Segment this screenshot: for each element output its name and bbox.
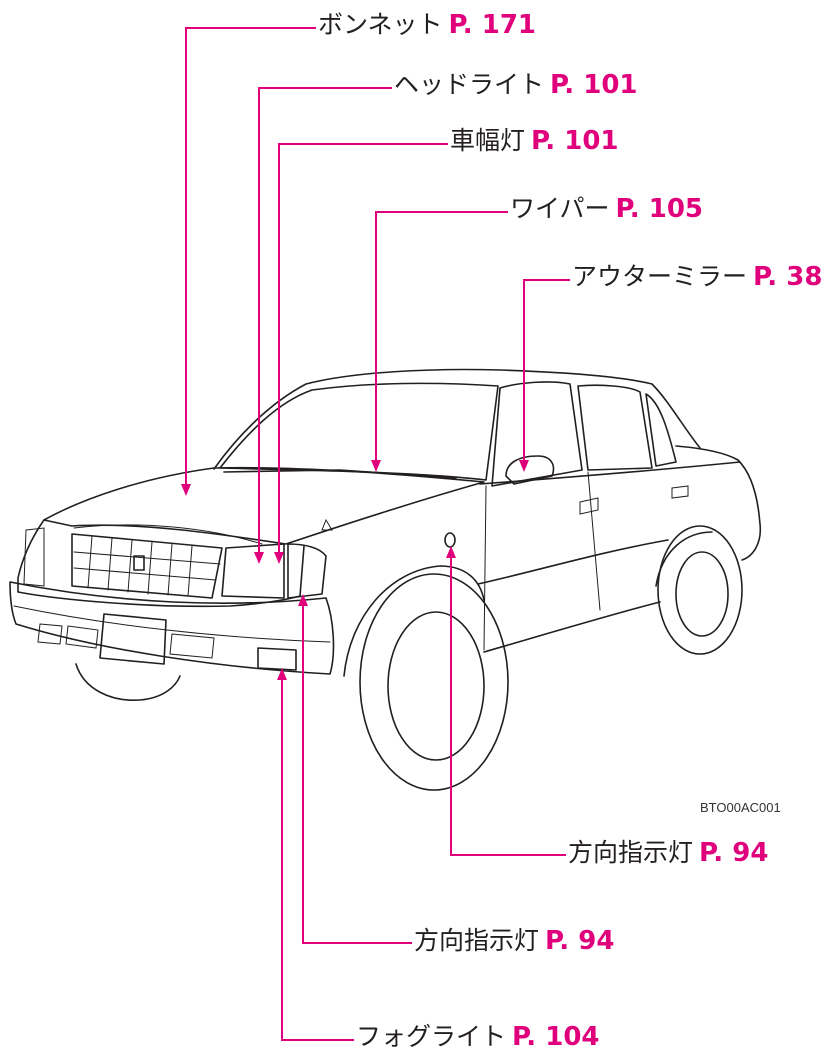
bumper-vent-left	[37, 623, 63, 645]
belt-molding	[477, 539, 669, 585]
left-headlight	[23, 527, 45, 587]
rear-door-window	[577, 384, 653, 471]
bumper-vent-right	[169, 633, 215, 659]
fender-antenna	[321, 518, 333, 531]
callout-wiper-label: ワイパー	[510, 194, 610, 223]
callout-headlight-page: P. 101	[550, 70, 638, 100]
callout-headlight: ヘッドライト P. 101	[394, 70, 638, 100]
left-front-wheel	[75, 663, 181, 701]
callout-outer-mirror: アウターミラー P. 38	[572, 262, 822, 292]
callout-bonnet: ボンネット P. 171	[318, 10, 536, 40]
callout-turn-signal-front-label: 方向指示灯	[414, 926, 540, 955]
bumper-strip	[13, 605, 331, 643]
grille-bars	[73, 535, 221, 597]
callout-side-marker-label: 車幅灯	[450, 126, 526, 155]
callout-outer-mirror-label: アウターミラー	[572, 262, 748, 291]
leader-outer-mirror	[523, 279, 570, 464]
callout-turn-signal-front: 方向指示灯 P. 94	[414, 926, 614, 956]
license-plate	[99, 613, 167, 665]
rear-wheel-arch	[655, 531, 713, 587]
arrow-outer-mirror	[519, 460, 529, 472]
callout-fog-light-label: フォグライト	[356, 1022, 507, 1051]
callout-side-marker-page: P. 101	[531, 126, 619, 156]
side-turn-signal	[444, 532, 456, 548]
arrow-turn-signal-side	[446, 546, 456, 558]
front-wheel-arch	[343, 565, 485, 677]
arrow-headlight	[254, 552, 264, 564]
bumper-vent-center	[65, 625, 99, 649]
leader-turn-signal-front	[302, 602, 412, 944]
wiper-blade	[223, 469, 457, 479]
trunk	[675, 445, 762, 561]
door-handle-front	[579, 497, 599, 515]
door-line-rear	[587, 471, 601, 611]
callout-headlight-label: ヘッドライト	[394, 70, 545, 99]
leader-lines	[181, 27, 570, 1041]
corner-lamp	[287, 543, 327, 599]
grille	[71, 533, 223, 599]
leader-wiper	[375, 211, 508, 464]
image-code: BTO00AC001	[700, 800, 781, 815]
callout-turn-signal-side-page: P. 94	[699, 838, 769, 868]
emblem	[133, 555, 145, 571]
windshield	[219, 382, 499, 481]
front-wheel	[359, 573, 509, 791]
body-side	[479, 461, 741, 485]
front-bumper	[9, 581, 335, 675]
leader-bonnet	[185, 27, 316, 488]
callout-bonnet-page: P. 171	[448, 10, 536, 40]
front-door-window	[491, 381, 583, 487]
arrow-wiper	[371, 460, 381, 472]
outer-mirror-body	[505, 455, 555, 485]
callout-wiper: ワイパー P. 105	[510, 194, 703, 224]
hood	[43, 466, 485, 545]
leader-fog-light	[281, 676, 354, 1041]
leader-headlight	[258, 87, 392, 556]
callout-turn-signal-side: 方向指示灯 P. 94	[568, 838, 768, 868]
callout-side-marker: 車幅灯 P. 101	[450, 126, 619, 156]
callout-wiper-page: P. 105	[615, 194, 703, 224]
leader-side-marker	[278, 143, 448, 556]
callout-outer-mirror-page: P. 38	[753, 262, 822, 292]
headlight-lens	[221, 543, 285, 599]
callout-turn-signal-side-label: 方向指示灯	[568, 838, 694, 867]
arrow-turn-signal-front	[298, 594, 308, 606]
arrow-side-marker	[274, 552, 284, 564]
callout-fog-light-page: P. 104	[512, 1022, 600, 1052]
car-roof	[213, 368, 701, 470]
hood-crease	[73, 524, 263, 545]
car-illustration	[9, 368, 762, 791]
rear-wheel-rim	[675, 551, 729, 637]
door-handle-rear	[671, 485, 689, 499]
door-line-front	[483, 485, 487, 651]
callout-turn-signal-front-page: P. 94	[545, 926, 615, 956]
callout-bonnet-label: ボンネット	[318, 10, 443, 39]
rear-quarter-window	[645, 393, 677, 467]
front-wheel-rim	[387, 611, 485, 761]
arrow-fog-light	[277, 668, 287, 680]
arrow-bonnet	[181, 484, 191, 496]
sill	[483, 601, 661, 653]
fog-light-lens	[257, 647, 297, 671]
callout-fog-light: フォグライト P. 104	[356, 1022, 600, 1052]
leader-turn-signal-side	[450, 554, 566, 856]
rear-wheel	[657, 525, 743, 655]
